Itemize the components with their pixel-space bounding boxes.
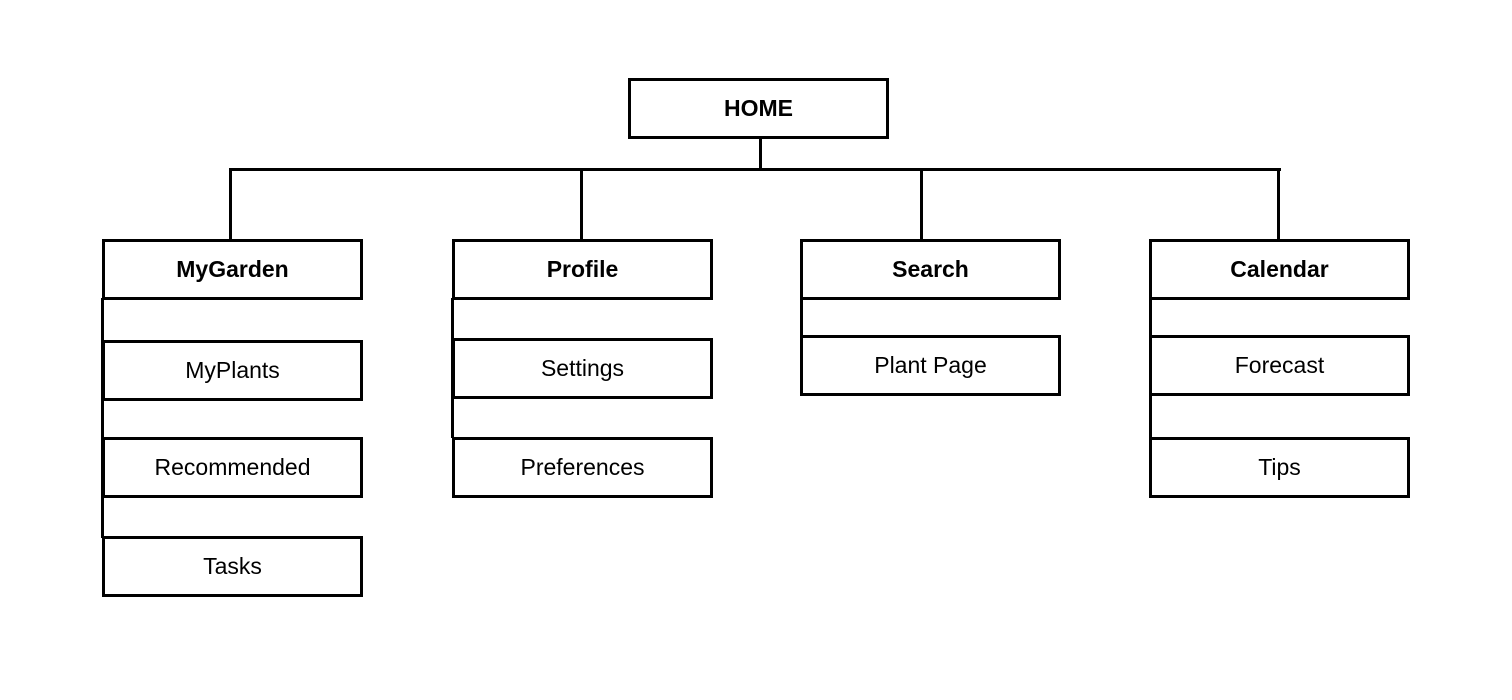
node-search-label: Search [892,256,969,282]
connector-profile-drop [580,168,583,241]
node-home[interactable]: HOME [628,78,889,139]
node-tips-label: Tips [1258,454,1301,480]
node-recommended[interactable]: Recommended [102,437,363,498]
connector-search-drop [920,168,923,241]
node-search[interactable]: Search [800,239,1061,300]
node-plant-page-label: Plant Page [874,352,987,378]
node-forecast-label: Forecast [1234,352,1325,378]
node-settings-label: Settings [540,355,625,381]
connector-search-children [800,298,803,336]
node-settings[interactable]: Settings [452,338,713,399]
node-tips[interactable]: Tips [1149,437,1410,498]
node-myplants-label: MyPlants [185,357,280,383]
node-mygarden-label: MyGarden [176,256,289,282]
node-recommended-label: Recommended [154,454,311,480]
node-myplants[interactable]: MyPlants [102,340,363,401]
connector-calendar-drop [1277,168,1280,241]
node-preferences-label: Preferences [520,454,645,480]
node-plant-page[interactable]: Plant Page [800,335,1061,396]
node-profile[interactable]: Profile [452,239,713,300]
node-calendar[interactable]: Calendar [1149,239,1410,300]
connector-mygarden-children [101,298,104,538]
node-tasks-label: Tasks [203,553,262,579]
node-home-label: HOME [724,95,793,121]
node-preferences[interactable]: Preferences [452,437,713,498]
node-forecast[interactable]: Forecast [1149,335,1410,396]
node-mygarden[interactable]: MyGarden [102,239,363,300]
node-calendar-label: Calendar [1230,256,1329,282]
node-tasks[interactable]: Tasks [102,536,363,597]
node-profile-label: Profile [546,256,619,282]
connector-horizontal-bus [229,168,1281,171]
connector-home-stem [759,138,762,171]
connector-mygarden-drop [229,168,232,241]
